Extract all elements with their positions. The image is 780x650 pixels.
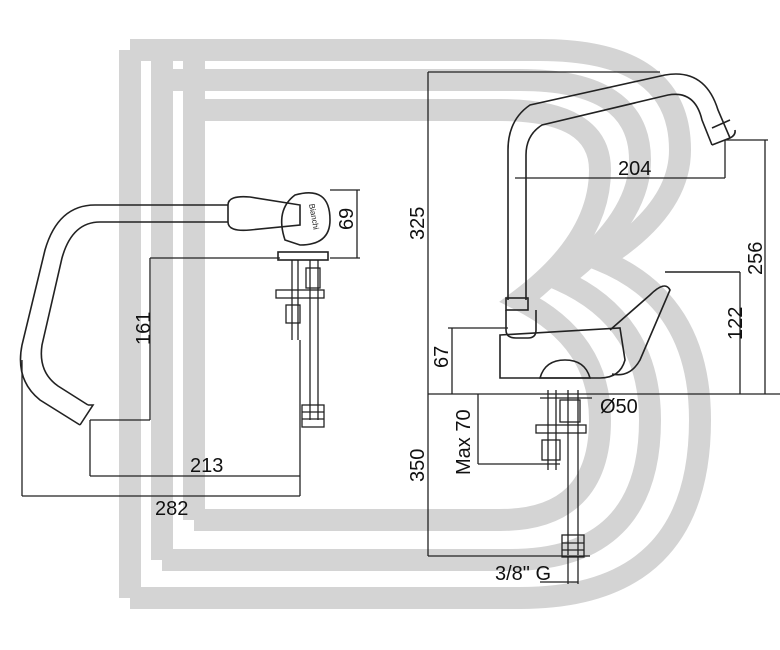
dim-325: 325 <box>407 207 429 240</box>
front-view-dimensions: 325 204 256 122 67 Max 70 Ø50 350 3/8" G <box>407 71 780 585</box>
dim-350: 350 <box>407 449 429 482</box>
dim-max-70: Max 70 <box>453 409 475 475</box>
dim-69: 69 <box>336 208 358 230</box>
dim-thread: 3/8" G <box>495 563 551 585</box>
side-view-dimensions: 69 161 213 282 <box>21 189 360 520</box>
dim-256: 256 <box>745 242 767 275</box>
side-view-faucet: Bianchi <box>19 192 331 428</box>
dim-282: 282 <box>155 498 188 520</box>
brand-label: Bianchi <box>307 203 320 231</box>
dim-213: 213 <box>190 455 223 477</box>
dim-diameter-50: Ø50 <box>600 396 638 418</box>
dim-67: 67 <box>431 346 453 368</box>
dim-204: 204 <box>618 158 651 180</box>
front-view-faucet <box>499 73 740 558</box>
watermark-logo <box>119 39 712 609</box>
dim-161: 161 <box>133 312 155 345</box>
dim-122: 122 <box>725 307 747 340</box>
